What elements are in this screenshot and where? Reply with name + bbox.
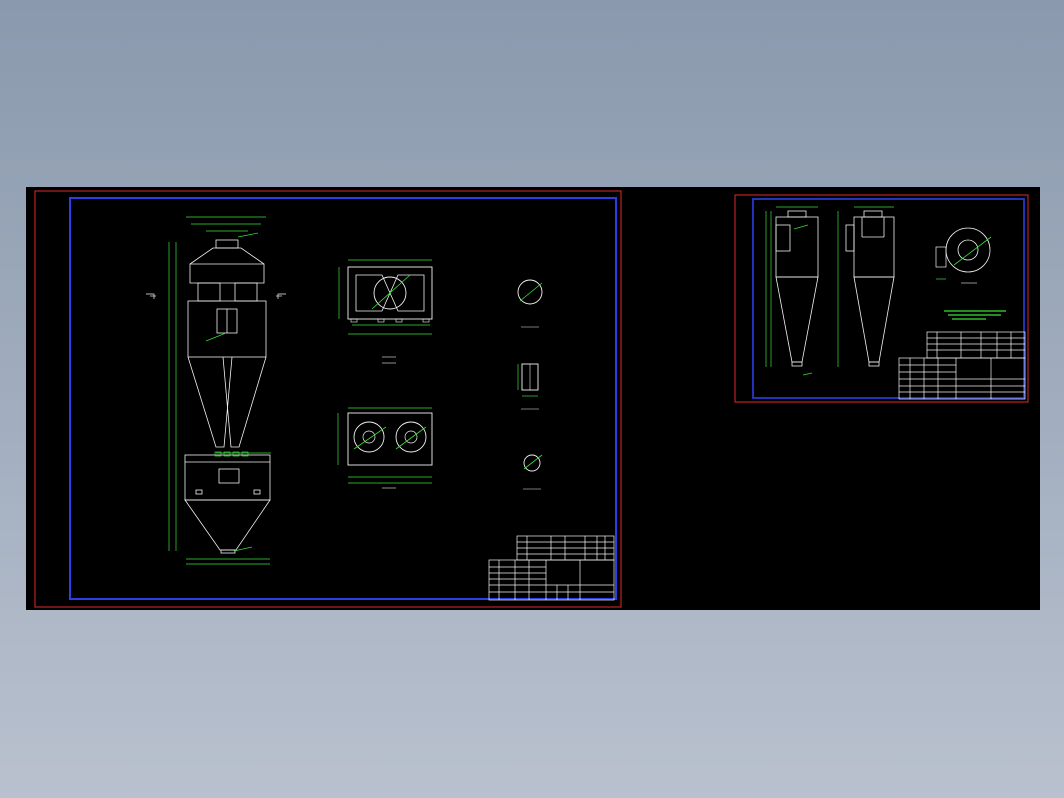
sheet-1-inner-frame: [69, 197, 617, 600]
sheet-2[interactable]: [734, 194, 1029, 403]
title-block-sheet-1: [488, 535, 615, 601]
technical-notes: [944, 310, 1006, 320]
inlet-plan-view: [935, 227, 992, 284]
section-markers: [146, 293, 286, 299]
cyclone-side-view: [845, 210, 895, 367]
cad-drawing: [34, 190, 1029, 608]
plan-view-top: [338, 259, 433, 364]
sheet-2-outer-frame: [734, 194, 1029, 403]
plan-view-bottom: [337, 407, 433, 489]
sheet-1[interactable]: [34, 190, 622, 608]
detail-views: [517, 279, 543, 490]
cyclone-front-view: [775, 210, 819, 367]
cad-viewport[interactable]: [26, 187, 1040, 610]
sheet-2-inner-frame: [752, 198, 1025, 399]
sheet-2-dimensions: [765, 206, 894, 376]
sheet-1-outer-frame: [34, 190, 622, 608]
title-block-sheet-2: [898, 331, 1026, 400]
main-elevation-dimensions: [168, 216, 271, 565]
main-elevation-view: [184, 239, 271, 554]
